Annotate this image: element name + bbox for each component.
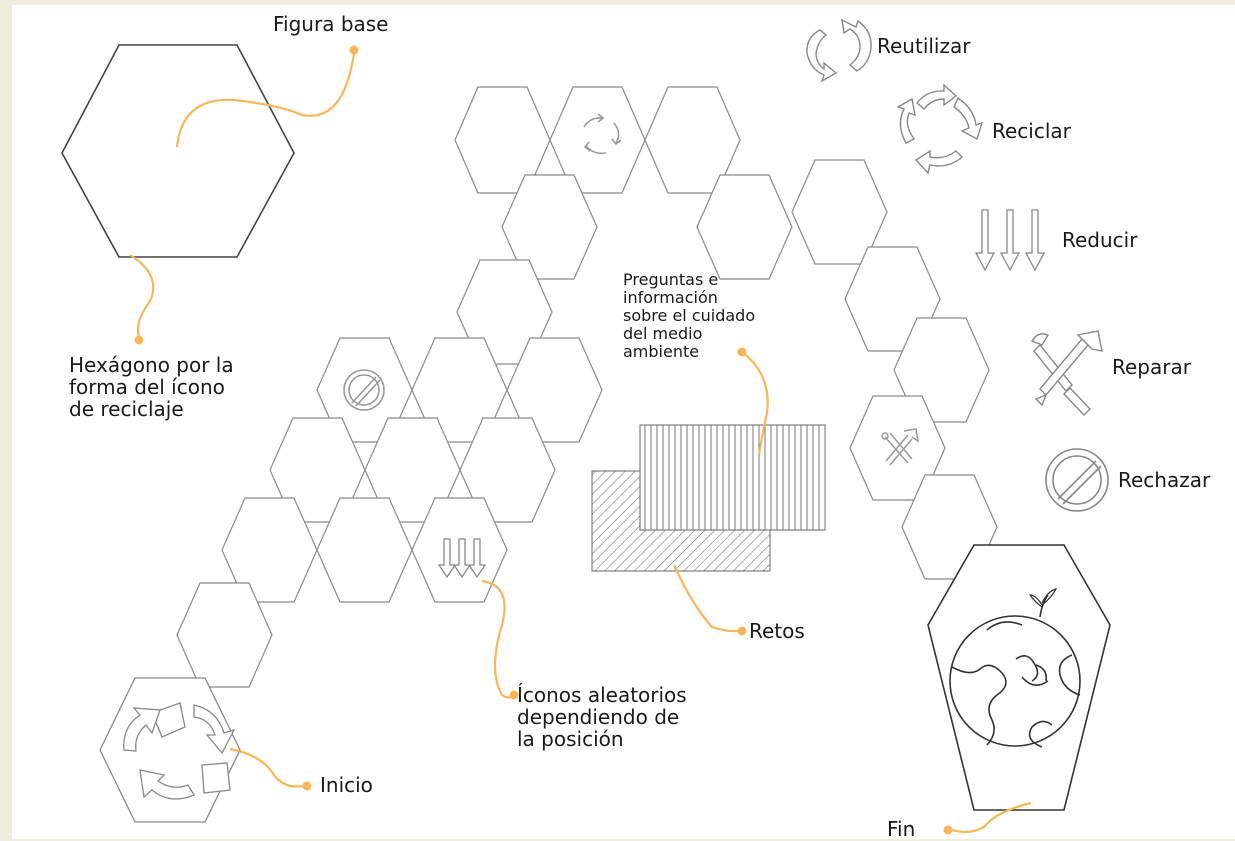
board-path (176, 86, 998, 688)
random-icons-line-1: Íconos aleatorios (517, 683, 687, 707)
hex-cell (791, 159, 888, 265)
reuse-icon (806, 18, 872, 83)
base-shape-label: Figura base (273, 12, 389, 36)
legend-repair-label: Reparar (1112, 355, 1191, 379)
hexagon-reason-line-2: forma del ícono (69, 375, 225, 399)
questions-line-4: del medio (623, 324, 703, 343)
legend-reject-label: Rechazar (1118, 468, 1211, 492)
reject-icon (1045, 448, 1109, 512)
board-reject-icon (343, 369, 385, 411)
end-label: Fin (887, 817, 916, 841)
challenges-label: Retos (749, 619, 805, 643)
hex-cell (644, 86, 741, 194)
board-reduce-icon (437, 538, 487, 579)
hexagon-reason-line-1: Hexágono por la (69, 353, 234, 377)
legend-reduce-label: Reducir (1062, 228, 1138, 252)
questions-line-1: Preguntas e (623, 270, 719, 289)
legend-reuse-label: Reutilizar (877, 34, 971, 58)
start-recycle-icon (123, 702, 236, 800)
hex-cell (696, 174, 793, 280)
questions-line-3: sobre el cuidado (623, 306, 756, 325)
recycle-icon (896, 83, 984, 175)
connector-dots (134, 45, 953, 835)
random-icons-line-2: dependiendo de (517, 705, 680, 729)
diagram-board: Figura base Hexágono por la forma del íc… (12, 5, 1235, 841)
board-repair-icon (881, 428, 920, 466)
reduce-icon (974, 209, 1046, 272)
hexagon-reason-line-3: de reciclaje (69, 397, 184, 421)
questions-line-2: información (623, 288, 718, 307)
repair-icon (1030, 330, 1103, 417)
connectors (129, 52, 1032, 834)
base-hexagon (61, 44, 295, 258)
earth-icon (949, 588, 1081, 748)
board-diagram (61, 18, 1111, 835)
random-icons-line-3: la posición (517, 727, 624, 751)
legend-recycle-label: Reciclar (992, 119, 1071, 143)
end-hexagon (927, 544, 1111, 811)
board-recycle-icon (583, 113, 622, 155)
start-label: Inicio (320, 773, 373, 797)
questions-line-5: ambiente (623, 342, 700, 361)
